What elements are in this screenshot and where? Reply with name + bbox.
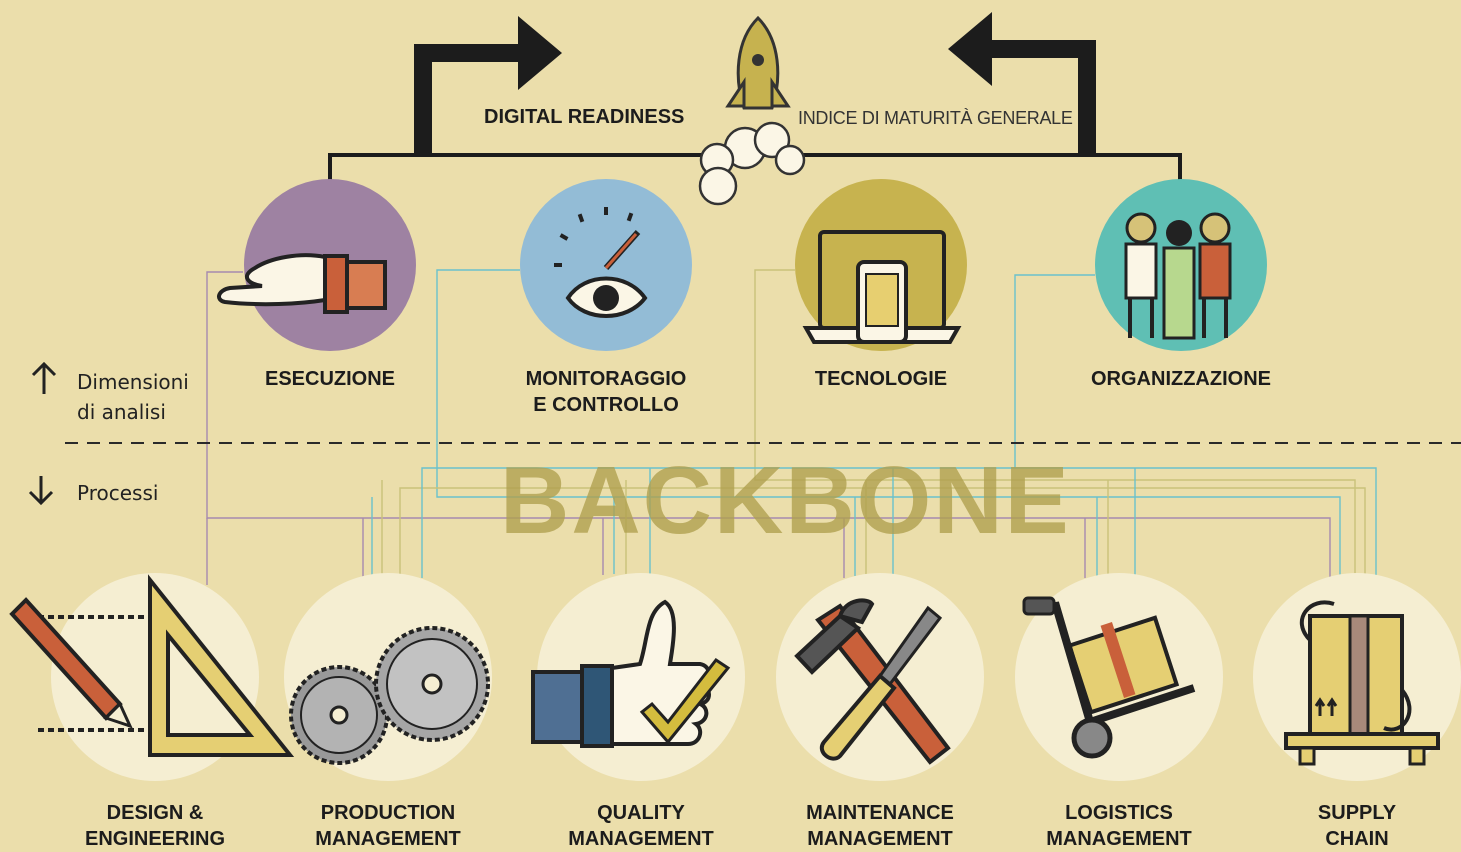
process-label-line2: MANAGEMENT — [315, 828, 461, 850]
process-label-line1: LOGISTICS — [1065, 802, 1173, 824]
process-label-supply: SUPPLY CHAIN — [1287, 800, 1427, 852]
dimension-organizzazione — [1095, 179, 1267, 351]
dimension-label-monitoraggio: MONITORAGGIO E CONTROLLO — [496, 366, 716, 418]
process-maintenance-management — [776, 573, 984, 781]
processes-side-label: Processi — [77, 481, 159, 505]
process-label-line1: MAINTENANCE — [806, 802, 954, 824]
thumbs-up-icon — [531, 599, 731, 748]
dimension-monitoraggio — [520, 179, 692, 351]
dimension-label-line1: ESECUZIONE — [264, 368, 396, 390]
pencil-square-icon — [9, 574, 295, 757]
dimensions-label-line2: di analisi — [77, 400, 166, 424]
hammer-screwdriver-icon — [794, 598, 951, 765]
convergence-arrows — [328, 12, 1182, 180]
people-icon — [1124, 212, 1232, 340]
dimensions-label-line1: Dimensioni — [77, 370, 189, 394]
gauge-eye-icon — [554, 207, 648, 318]
hand-truck-icon — [1022, 596, 1196, 759]
dimension-label-line1: ORGANIZZAZIONE — [1091, 368, 1271, 390]
dimensions-side-label: Dimensioni di analisi — [77, 367, 189, 427]
process-quality-management — [531, 573, 745, 781]
connector-line — [436, 269, 1341, 582]
dimension-label-esecuzione: ESECUZIONE — [230, 366, 430, 392]
connector-line — [399, 487, 755, 578]
process-label-logistics: LOGISTICS MANAGEMENT — [1019, 800, 1219, 852]
connection-lines — [206, 269, 1377, 585]
dimension-tecnologie — [795, 179, 967, 351]
process-label-line1: DESIGN & — [106, 802, 204, 824]
hand-icon — [217, 253, 387, 314]
connector-line — [754, 269, 1356, 582]
dimension-label-line1: MONITORAGGIO — [525, 368, 687, 390]
process-label-line1: PRODUCTION — [320, 802, 456, 824]
process-production-management — [284, 573, 492, 781]
process-label-production: PRODUCTION MANAGEMENT — [288, 800, 488, 852]
gears-icon — [289, 626, 490, 765]
laptop-phone-icon — [802, 230, 962, 344]
process-label-line1: SUPPLY — [1317, 802, 1397, 824]
process-label-design: DESIGN & ENGINEERING — [55, 800, 255, 852]
process-label-line2: CHAIN — [1325, 828, 1389, 850]
digital-readiness-title: DIGITAL READINESS — [484, 106, 685, 128]
process-label-line2: MANAGEMENT — [568, 828, 714, 850]
down-arrow-icon — [28, 476, 54, 506]
process-label-line1: QUALITY — [597, 802, 685, 824]
maturity-index-subtitle: INDICE DI MATURITÀ GENERALE — [798, 108, 1073, 128]
dimension-label-organizzazione: ORGANIZZAZIONE — [1066, 366, 1296, 392]
pallet-box-icon — [1284, 600, 1440, 766]
dimension-label-tecnologie: TECNOLOGIE — [781, 366, 981, 392]
process-supply-chain — [1253, 573, 1461, 781]
process-design-engineering — [9, 573, 295, 781]
process-label-line2: MANAGEMENT — [807, 828, 953, 850]
up-arrow-icon — [31, 361, 57, 394]
process-label-quality: QUALITY MANAGEMENT — [541, 800, 741, 852]
dimension-label-line2: E CONTROLLO — [533, 394, 679, 416]
rocket-icon — [698, 15, 806, 206]
process-label-line2: ENGINEERING — [84, 828, 226, 850]
process-label-maintenance: MAINTENANCE MANAGEMENT — [770, 800, 990, 852]
dimension-esecuzione — [217, 179, 416, 351]
process-label-line2: MANAGEMENT — [1046, 828, 1192, 850]
process-logistics-management — [1015, 573, 1223, 781]
dimension-label-line1: TECNOLOGIE — [814, 368, 948, 390]
backbone-label: BACKBONE — [500, 447, 1071, 554]
connector-line — [755, 487, 1366, 582]
